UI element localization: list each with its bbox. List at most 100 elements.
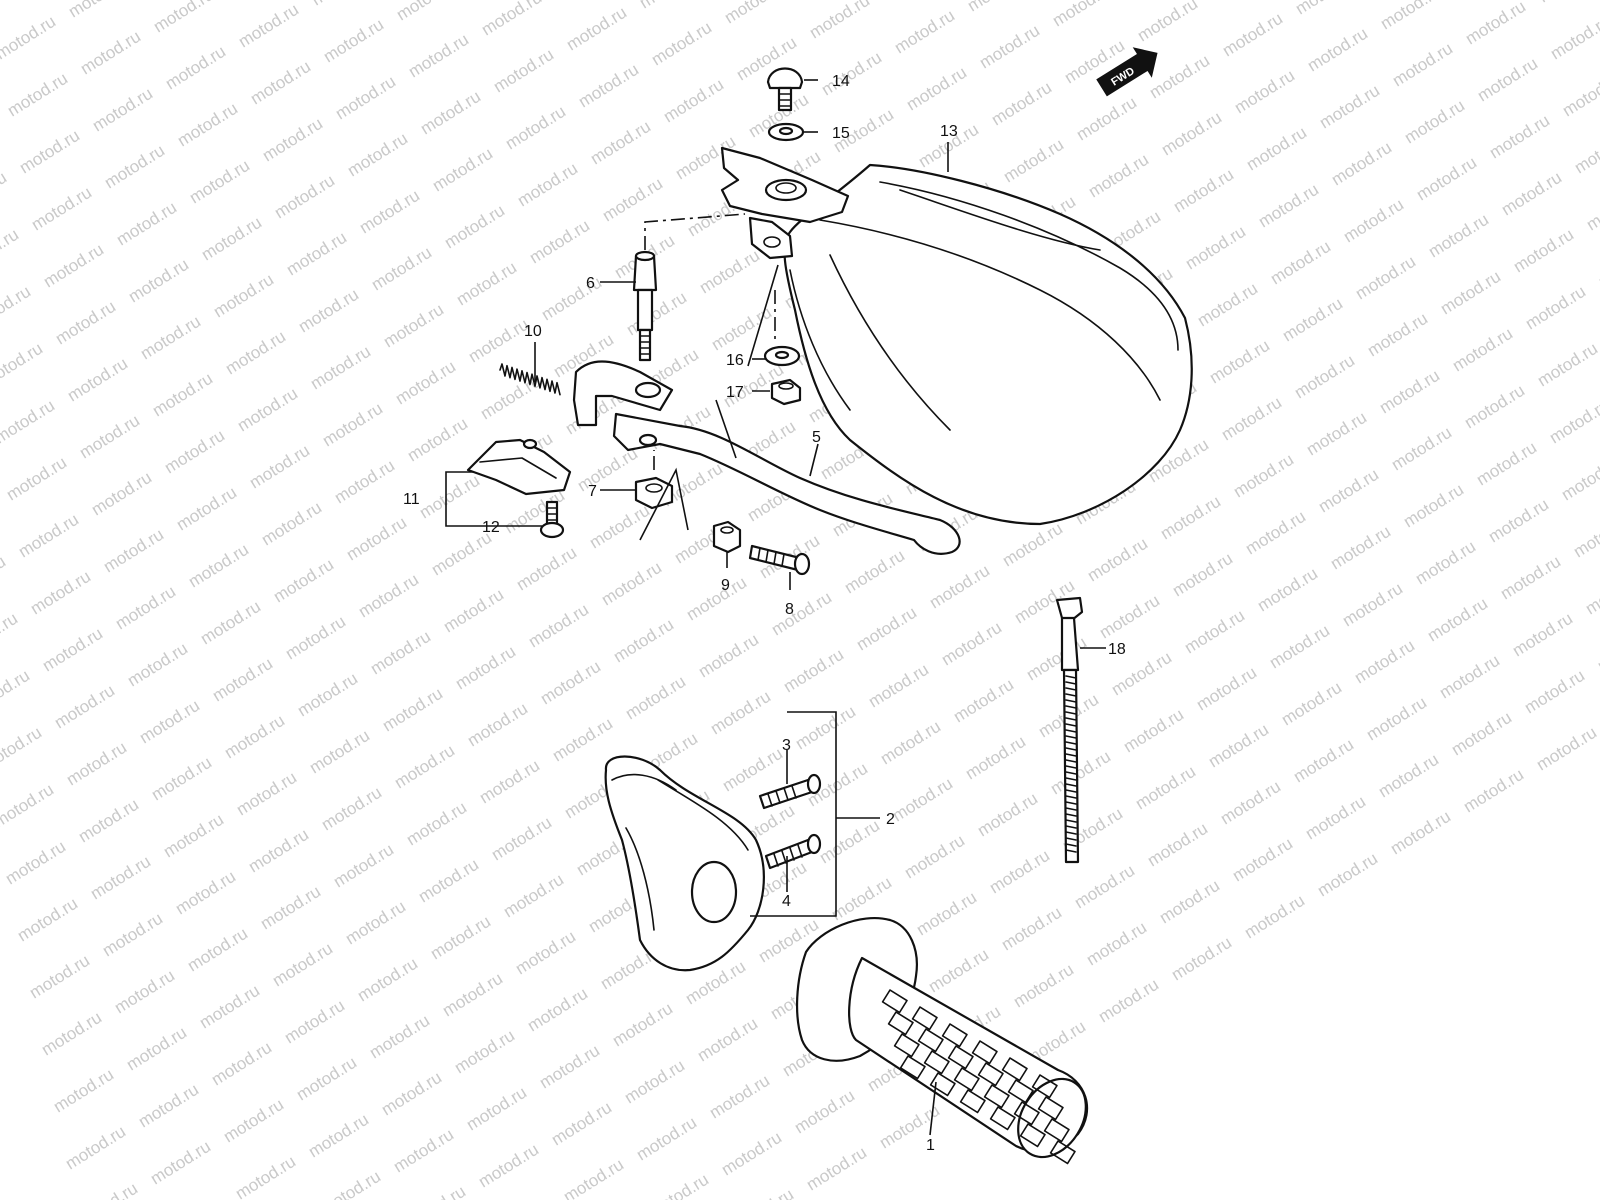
watermark-text: motod.ru — [210, 270, 277, 322]
watermark-text: motod.ru — [184, 924, 251, 976]
watermark-text: motod.ru — [1095, 975, 1162, 1027]
grip-mesh-cell — [911, 1006, 938, 1031]
watermark-text: motod.ru — [233, 768, 300, 820]
watermark-text: motod.ru — [1389, 39, 1456, 91]
callout-18: 18 — [1108, 641, 1126, 658]
watermark-text: motod.ru — [926, 561, 993, 613]
watermark-text: motod.ru — [282, 612, 349, 664]
watermark-text: motod.ru — [0, 723, 45, 775]
watermark-text: motod.ru — [1375, 750, 1442, 802]
watermark-text: motod.ru — [633, 1113, 700, 1165]
watermark-text: motod.ru — [1461, 381, 1528, 433]
screw-14 — [766, 67, 804, 112]
watermark-text: motod.ru — [1327, 522, 1394, 574]
watermark-text: motod.ru — [234, 384, 301, 436]
watermark-text: motod.ru — [1521, 666, 1588, 718]
grip-mesh-cell — [917, 1028, 944, 1053]
watermark-text: motod.ru — [1436, 651, 1503, 703]
watermark-text: motod.ru — [1206, 336, 1273, 388]
watermark-text: motod.ru — [1449, 324, 1516, 376]
watermark-text: motod.ru — [1047, 747, 1114, 799]
watermark-text: motod.ru — [136, 696, 203, 748]
watermark-text: motod.ru — [125, 255, 192, 307]
watermark-text: motod.ru — [1169, 549, 1236, 601]
watermark-text: motod.ru — [1595, 240, 1600, 292]
watermark-text: motod.ru — [1278, 678, 1345, 730]
watermark-text: motod.ru — [439, 969, 506, 1021]
watermark-text: motod.ru — [1340, 195, 1407, 247]
watermark-text: motod.ru — [1304, 24, 1371, 76]
callout-4: 4 — [782, 893, 791, 910]
watermark-text: motod.ru — [1218, 393, 1285, 445]
watermark-text: motod.ru — [150, 0, 217, 36]
watermark-text: motod.ru — [1510, 225, 1577, 277]
watermark-text: motod.ru — [185, 540, 252, 592]
callout-7: 7 — [588, 483, 597, 500]
watermark-text: motod.ru — [636, 0, 703, 12]
watermark-text: motod.ru — [1254, 564, 1321, 616]
watermark-text: motod.ru — [988, 78, 1055, 130]
callout-16: 16 — [726, 352, 744, 369]
watermark-text: motod.ru — [1437, 267, 1504, 319]
clutch-lever-5 — [572, 360, 961, 555]
watermark-text: motod.ru — [1073, 93, 1140, 145]
watermark-text: motod.ru — [4, 69, 71, 121]
watermark-text: motod.ru — [598, 558, 665, 610]
grip-mesh-cell — [1031, 1074, 1058, 1099]
watermark-text: motod.ru — [270, 555, 337, 607]
watermark-text: motod.ru — [999, 519, 1066, 571]
watermark-text: motod.ru — [306, 726, 373, 778]
watermark-text: motod.ru — [148, 753, 215, 805]
watermark-text: motod.ru — [198, 213, 265, 265]
watermark-text: motod.ru — [1049, 0, 1116, 30]
watermark-text: motod.ru — [259, 114, 326, 166]
watermark-text: motod.ru — [380, 300, 447, 352]
watermark-text: motod.ru — [938, 618, 1005, 670]
watermark-text: motod.ru — [197, 597, 264, 649]
watermark-text: motod.ru — [16, 126, 83, 178]
throttle-housing-2 — [604, 755, 765, 972]
watermark-text: motod.ru — [440, 585, 507, 637]
watermark-text: motod.ru — [417, 87, 484, 139]
watermark-text: motod.ru — [38, 1008, 105, 1060]
watermark-text: motod.ru — [974, 789, 1041, 841]
watermark-text: motod.ru — [1120, 705, 1187, 757]
watermark-text: motod.ru — [1316, 81, 1383, 133]
watermark-text: motod.ru — [549, 714, 616, 766]
watermark-text: motod.ru — [648, 18, 715, 70]
watermark-text: motod.ru — [1085, 150, 1152, 202]
watermark-text: motod.ru — [247, 57, 314, 109]
watermark-text: motod.ru — [1424, 594, 1491, 646]
grip-mesh-cell — [959, 1089, 986, 1114]
nut-7 — [634, 476, 674, 510]
watermark-text: motod.ru — [1413, 153, 1480, 205]
watermark-text: motod.ru — [1315, 465, 1382, 517]
watermark-text: motod.ru — [463, 1083, 530, 1135]
watermark-text: motod.ru — [405, 30, 472, 82]
grip-mesh-cell — [1013, 1101, 1040, 1126]
watermark-text: motod.ru — [901, 831, 968, 883]
cover-screw-12 — [539, 500, 565, 539]
callout-17: 17 — [726, 384, 744, 401]
watermark-text: motod.ru — [1547, 12, 1600, 64]
watermark-text: motod.ru — [502, 102, 569, 154]
watermark-text: motod.ru — [780, 645, 847, 697]
washer-15 — [767, 122, 805, 142]
grip-mesh-cell — [899, 1055, 926, 1080]
grip-mesh-cell — [1019, 1123, 1046, 1148]
watermark-text: motod.ru — [706, 1071, 773, 1123]
watermark-text: motod.ru — [599, 174, 666, 226]
watermark-text: motod.ru — [889, 774, 956, 826]
watermark-text: motod.ru — [514, 159, 581, 211]
watermark-text: motod.ru — [305, 1110, 372, 1162]
watermark-text: motod.ru — [1231, 66, 1298, 118]
watermark-text: motod.ru — [538, 273, 605, 325]
watermark-text: motod.ru — [1401, 96, 1468, 148]
watermark-text: motod.ru — [1144, 819, 1211, 871]
lever-cover-11 — [466, 438, 572, 496]
watermark-text: motod.ru — [660, 75, 727, 127]
watermark-text: motod.ru — [0, 780, 57, 832]
watermark-text: motod.ru — [1290, 735, 1357, 787]
watermark-text: motod.ru — [524, 984, 591, 1036]
watermark-text: motod.ru — [0, 609, 21, 661]
